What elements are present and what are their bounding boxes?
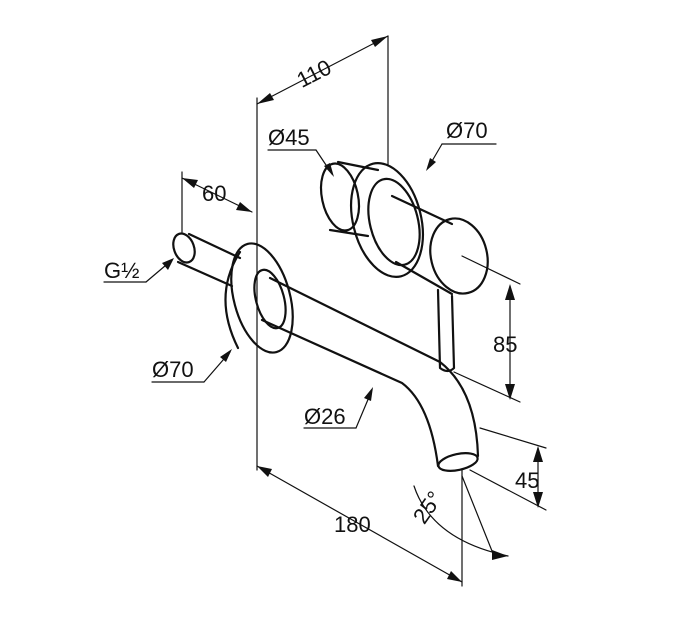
- handle-rosette: [350, 162, 424, 278]
- dia26-label: Ø26: [304, 404, 346, 429]
- dim-60-label: 60: [202, 181, 226, 206]
- dia70-handle-label: Ø70: [446, 118, 488, 143]
- faucet-geometry: [172, 160, 489, 472]
- dia45-label: Ø45: [268, 125, 310, 150]
- dimension-lines: [103, 35, 547, 587]
- dia70-rosette-label: Ø70: [152, 357, 194, 382]
- inlet-pipe: [172, 232, 242, 288]
- angle-25-label: 25°: [408, 487, 448, 529]
- dim-110-label: 110: [293, 54, 336, 92]
- spout: [260, 276, 480, 472]
- dimension-labels: 110 60 G½ Ø45 Ø70 Ø70 Ø26 85 45 180 25°: [104, 54, 539, 537]
- dim-45-label: 45: [515, 468, 539, 493]
- dim-180-label: 180: [334, 512, 371, 537]
- lever: [436, 288, 456, 373]
- mixer-body: [319, 160, 380, 238]
- dim-85-label: 85: [493, 332, 517, 357]
- g-thread-label: G½: [104, 258, 139, 283]
- control-knob: [390, 194, 489, 296]
- spout-rosette: [224, 242, 294, 354]
